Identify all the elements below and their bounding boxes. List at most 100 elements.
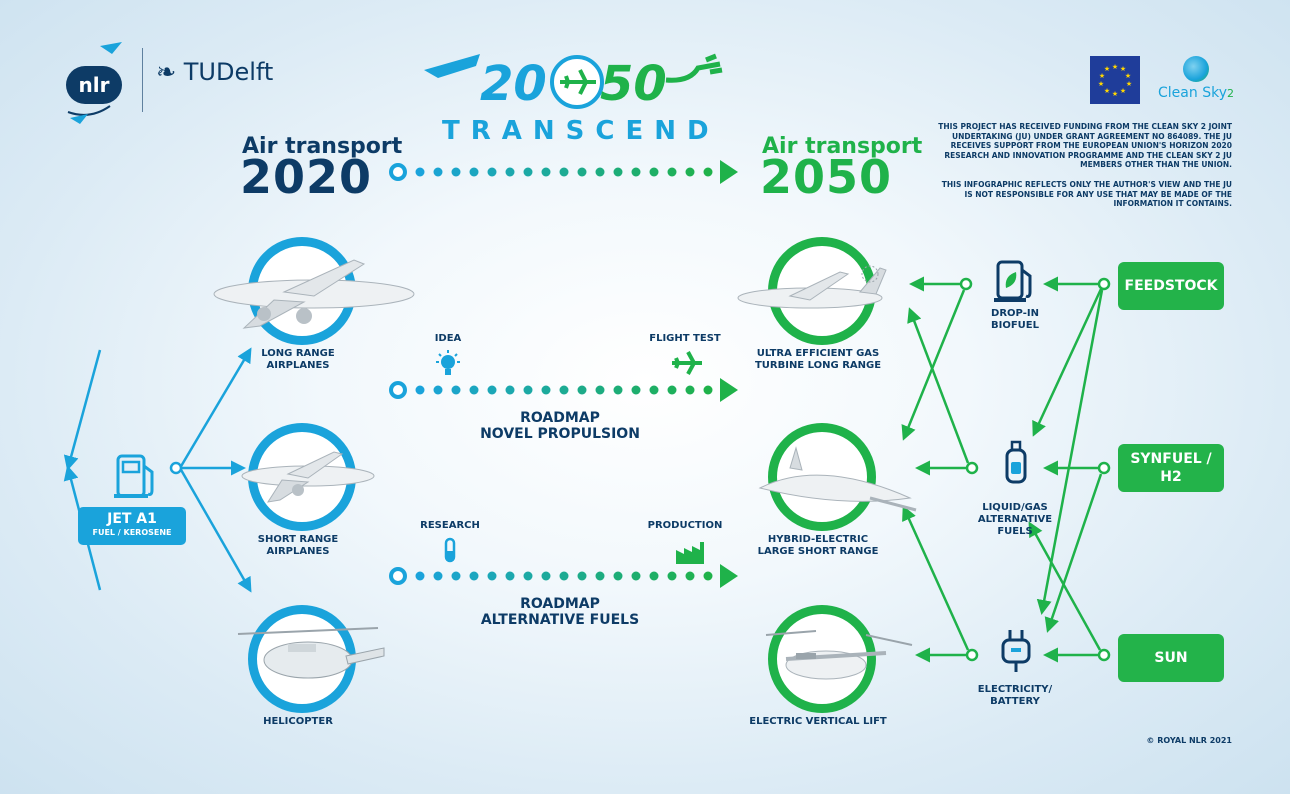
- timeline-dot: [631, 167, 641, 177]
- timeline-dot: [703, 385, 713, 395]
- evtol-label: ELECTRIC VERTICAL LIFT: [738, 716, 898, 728]
- timeline-dot: [685, 385, 695, 395]
- jet-fuel-l2: FUEL / KEROSENE: [92, 528, 172, 537]
- jet-fuel-box: JET A1 FUEL / KEROSENE: [78, 507, 186, 545]
- timeline-dot: [505, 167, 515, 177]
- electric-plug-icon: [1001, 630, 1031, 672]
- airplane-icon: [672, 351, 702, 375]
- liquid-gas-label-l3: FUELS: [997, 526, 1033, 537]
- timeline-dot: [487, 385, 497, 395]
- clean-sky-logo: Clean Sky2: [1156, 56, 1236, 112]
- source-connectors: [1028, 276, 1111, 663]
- disclaimer-liability: THIS INFOGRAPHIC REFLECTS ONLY THE AUTHO…: [941, 180, 1232, 208]
- svg-text:★: ★: [1104, 65, 1110, 73]
- sun-box: SUN: [1118, 634, 1224, 682]
- clean-sky-globe-icon: [1183, 56, 1209, 82]
- electricity-label-l2: BATTERY: [990, 696, 1040, 707]
- timeline-dots: [389, 160, 738, 184]
- timeline-dot: [667, 167, 677, 177]
- timeline-dot: [451, 167, 461, 177]
- short-range-label-l1: SHORT RANGE: [257, 534, 339, 545]
- timeline-dot: [577, 385, 587, 395]
- liquid-gas-label-l1: LIQUID/GAS: [982, 502, 1048, 513]
- biofuel-pump-icon: [994, 260, 1032, 302]
- synfuel-l1: SYNFUEL /: [1130, 451, 1212, 467]
- roadmap-propulsion-l1: ROADMAP: [520, 410, 600, 426]
- clean-sky-text: Clean Sky: [1158, 85, 1227, 101]
- timeline-dot: [649, 167, 659, 177]
- svg-text:★: ★: [1126, 80, 1132, 88]
- timeline-dot: [541, 571, 551, 581]
- timeline-dot: [703, 571, 713, 581]
- biofuel-label-l1: DROP-IN: [991, 308, 1039, 319]
- electricity-label-l1: ELECTRICITY/: [977, 684, 1053, 695]
- svg-text:★: ★: [1099, 72, 1105, 80]
- roadmap-fuels-l1: ROADMAP: [520, 596, 600, 612]
- tudelft-text: TUDelft: [183, 58, 274, 86]
- timeline-dot: [433, 571, 443, 581]
- timeline-dot: [505, 385, 515, 395]
- timeline-dot: [667, 385, 677, 395]
- hybrid-electric-label-l1: HYBRID-ELECTRIC: [767, 534, 869, 545]
- roadmap-propulsion-title: ROADMAP NOVEL PROPULSION: [440, 410, 680, 442]
- electricity-label: ELECTRICITY/ BATTERY: [960, 684, 1070, 708]
- timeline-dot: [523, 385, 533, 395]
- lightbulb-icon: [436, 350, 460, 375]
- hybrid-electric-label-l2: LARGE SHORT RANGE: [757, 546, 879, 557]
- timeline-dot: [577, 167, 587, 177]
- timeline-dot: [613, 167, 623, 177]
- timeline-dot: [469, 571, 479, 581]
- timeline-dot: [559, 385, 569, 395]
- timeline-dot: [631, 571, 641, 581]
- nlr-logo: nlr: [60, 40, 130, 125]
- timeline-dot: [523, 571, 533, 581]
- timeline-dot: [415, 167, 425, 177]
- ultra-efficient-label: ULTRA EFFICIENT GAS TURBINE LONG RANGE: [748, 348, 888, 372]
- jet-fuel-l1: JET A1: [107, 511, 157, 527]
- helicopter-icon: [237, 627, 385, 679]
- factory-icon: [676, 542, 704, 564]
- timeline-dot: [559, 167, 569, 177]
- hybrid-electric-airplane-icon: [758, 446, 917, 512]
- short-range-label: SHORT RANGE AIRPLANES: [228, 534, 368, 558]
- copyright: © ROYAL NLR 2021: [1146, 736, 1232, 745]
- timeline-dot: [667, 571, 677, 581]
- sun-l1: SUN: [1154, 650, 1188, 666]
- long-range-label-l1: LONG RANGE: [261, 348, 335, 359]
- flight-test-label: FLIGHT TEST: [649, 333, 721, 344]
- timeline-dot: [649, 571, 659, 581]
- timeline-dot: [415, 385, 425, 395]
- timeline-dot: [613, 571, 623, 581]
- ultra-efficient-airplane-icon: [737, 265, 887, 309]
- evtol-aircraft-icon: [765, 630, 913, 680]
- plane-icon: [560, 69, 596, 95]
- timeline-dot: [595, 385, 605, 395]
- ultra-efficient-label-l1: ULTRA EFFICIENT GAS: [756, 348, 880, 359]
- test-tube-icon: [444, 537, 456, 563]
- idea-label: IDEA: [434, 333, 462, 344]
- svg-text:★: ★: [1112, 90, 1118, 98]
- timeline-dot: [469, 167, 479, 177]
- title-logo: 20 50: [420, 42, 730, 112]
- roadmap-fuels-l2: ALTERNATIVE FUELS: [480, 612, 640, 628]
- liquid-gas-label: LIQUID/GAS ALTERNATIVE FUELS: [960, 502, 1070, 538]
- tudelft-flame-icon: ❧: [156, 58, 177, 86]
- timeline-dot: [433, 167, 443, 177]
- research-label: RESEARCH: [420, 520, 480, 531]
- right-year: 2050: [760, 150, 893, 204]
- svg-text:★: ★: [1112, 63, 1118, 71]
- timeline-dot: [433, 385, 443, 395]
- fuel-nozzle-icon: [424, 54, 480, 78]
- long-range-airplane-icon: [213, 259, 415, 329]
- timeline-dot: [703, 167, 713, 177]
- timeline-dot: [649, 385, 659, 395]
- production-label: PRODUCTION: [647, 520, 723, 531]
- ultra-efficient-label-l2: TURBINE LONG RANGE: [754, 360, 882, 371]
- timeline-dot: [415, 571, 425, 581]
- long-range-label-l2: AIRPLANES: [266, 360, 330, 371]
- svg-text:★: ★: [1098, 80, 1104, 88]
- timeline-dot: [469, 385, 479, 395]
- roadmap-fuels-dots: [389, 564, 738, 588]
- tudelft-logo: ❧ TUDelft: [156, 58, 273, 86]
